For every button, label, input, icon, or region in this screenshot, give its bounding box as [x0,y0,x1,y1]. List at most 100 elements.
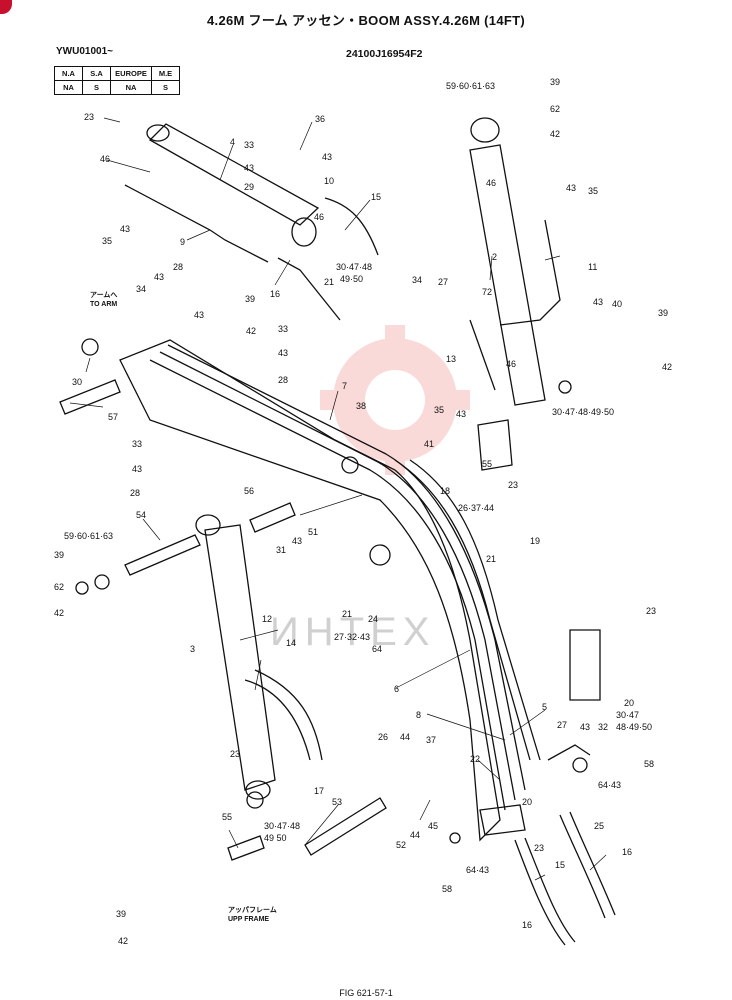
callout: 15 [555,860,565,870]
callout: 39 [658,308,668,318]
pin-55-lower [227,835,265,861]
callout: 46 [486,178,496,188]
cylinder-3-top [195,514,221,536]
callout: 37 [426,735,436,745]
pipe-9 [124,184,269,263]
callout: 10 [324,176,334,186]
callout: 28 [278,375,288,385]
callout: 24 [368,614,378,624]
callout: 42 [54,608,64,618]
callout: 21 [486,554,496,564]
callout: 7 [342,381,347,391]
callout: 58 [644,759,654,769]
callout: 22 [470,754,480,764]
callout: 39 [245,294,255,304]
callout: 46 [506,359,516,369]
callout: 34 [412,275,422,285]
callout: 33 [132,439,142,449]
callout: 38 [356,401,366,411]
callout: 55 [482,459,492,469]
callout: 44 [410,830,420,840]
hose-16-lower-a [559,814,606,919]
callout: 58 [442,884,452,894]
callout: 39 [54,550,64,560]
callout: 27 [557,720,567,730]
callout: 33 [278,324,288,334]
callout: 8 [416,710,421,720]
cylinder-rod-end [291,217,317,247]
callout-leaders [69,117,607,881]
washer-58-right [572,757,588,773]
callout: 4 [230,137,235,147]
applicability-header-row: N.A S.A EUROPE M.E [54,66,180,81]
pin-55-upper [477,419,513,471]
callout: 33 [244,140,254,150]
callout: 64·43 [598,780,621,790]
callout: 56 [244,486,254,496]
hose-17-a [244,679,311,761]
callout: 43 [593,297,603,307]
hose-15 [324,197,379,256]
region-value-na: NA [54,80,83,95]
callout: 59·60·61·63 [446,81,495,91]
washer-30-right [558,380,572,394]
clamp-27 [547,744,591,761]
callout: 43 [132,464,142,474]
callout: 42 [662,362,672,372]
part-number: 24100J16954F2 [346,48,423,60]
hose-15-lower-a [514,839,566,946]
boom-foot [479,804,526,836]
callout: 31 [276,545,286,555]
pipe-13 [469,319,496,391]
callout: 30·47·48 [264,821,300,831]
callout: 43 [322,152,332,162]
to-arm-note: TO ARM [90,301,117,308]
pin-54 [124,534,201,576]
washer-30 [81,338,99,356]
upper-frame-note-jp: アッパフレーム [228,905,277,914]
boom-hose-line-e [409,459,541,761]
pin-56 [249,502,296,533]
callout: 26·37·44 [458,503,494,513]
boom-cylinder-upper [148,123,320,226]
boom-cylinder-3 [204,524,276,791]
callout: 52 [396,840,406,850]
callout: 19 [530,536,540,546]
figure-reference: FIG 621-57-1 [339,988,393,998]
callout: 30·47·48 [336,262,372,272]
callout: 27·32·43 [334,632,370,642]
callout: 35 [588,186,598,196]
callout: 23 [534,843,544,853]
washer-62 [94,574,110,590]
callout: 30 [72,377,82,387]
callout: 59·60·61·63 [64,531,113,541]
callout: 43 [456,409,466,419]
boom-cylinder-2 [469,144,546,406]
callout: 44 [400,732,410,742]
boom-hose-line-a [149,359,506,811]
washer-62-b [75,581,89,595]
callout: 30·47·48·49·50 [552,407,614,417]
callout: 17 [314,786,324,796]
callout: 36 [315,114,325,124]
callout: 23 [230,749,240,759]
pipe-11 [499,219,561,326]
corner-mark [0,0,12,14]
callout: 20 [624,698,634,708]
callout: 32 [598,722,608,732]
applicability-value-row: NA S NA S [54,80,180,95]
callout: 49 50 [264,833,287,843]
callout: 3 [190,644,195,654]
callout: 72 [482,287,492,297]
callout-labels: 23 36 4 46 33 43 43 29 10 15 46 9 35 43 … [54,77,672,946]
page-title: 4.26M フーム アッセン・BOOM ASSY.4.26M (14FT) [207,13,525,28]
callout: 43 [292,536,302,546]
callout: 43 [154,272,164,282]
callout: 64 [372,644,382,654]
callout: 51 [308,527,318,537]
boom-hose-line-b [159,351,516,801]
callout: 23 [508,480,518,490]
callout: 43 [244,163,254,173]
callout: 30·47 [616,710,639,720]
